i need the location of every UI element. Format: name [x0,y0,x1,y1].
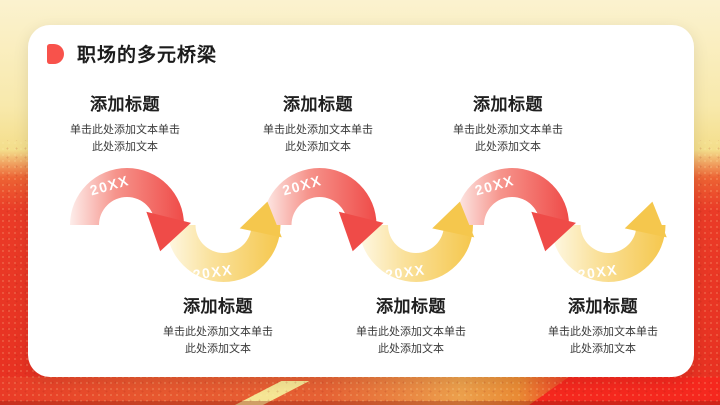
placeholder-title: 添加标题 [473,95,543,114]
placeholder-body: 单击此处添加文本单击此处添加文本 [548,326,658,356]
placeholder-body: 单击此处添加文本单击此处添加文本 [163,326,273,356]
text-placeholder-top-2: 添加标题 单击此处添加文本单击此处添加文本 [233,90,403,156]
placeholder-title: 添加标题 [90,95,160,114]
text-placeholder-bottom-3: 添加标题 单击此处添加文本单击此处添加文本 [518,292,688,358]
slide-title: 职场的多元桥梁 [77,45,218,66]
placeholder-title: 添加标题 [376,297,446,316]
placeholder-body: 单击此处添加文本单击此处添加文本 [453,124,563,154]
text-placeholder-top-3: 添加标题 单击此处添加文本单击此处添加文本 [423,90,593,156]
placeholder-body: 单击此处添加文本单击此处添加文本 [356,326,466,356]
placeholder-title: 添加标题 [568,297,638,316]
content-card: 职场的多元桥梁 添加标题 单击此处添加文本单击此处添加文本 添加标题 单击此处添… [28,25,694,377]
title-row: 职场的多元桥梁 [47,40,217,67]
text-placeholder-bottom-2: 添加标题 单击此处添加文本单击此处添加文本 [326,292,496,358]
title-bullet-icon [47,43,64,64]
placeholder-title: 添加标题 [283,95,353,114]
text-placeholder-bottom-1: 添加标题 单击此处添加文本单击此处添加文本 [133,292,303,358]
placeholder-body: 单击此处添加文本单击此处添加文本 [70,124,180,154]
bottom-edge-shade [0,401,720,405]
text-placeholder-top-1: 添加标题 单击此处添加文本单击此处添加文本 [40,90,210,156]
placeholder-title: 添加标题 [183,297,253,316]
placeholder-body: 单击此处添加文本单击此处添加文本 [263,124,373,154]
